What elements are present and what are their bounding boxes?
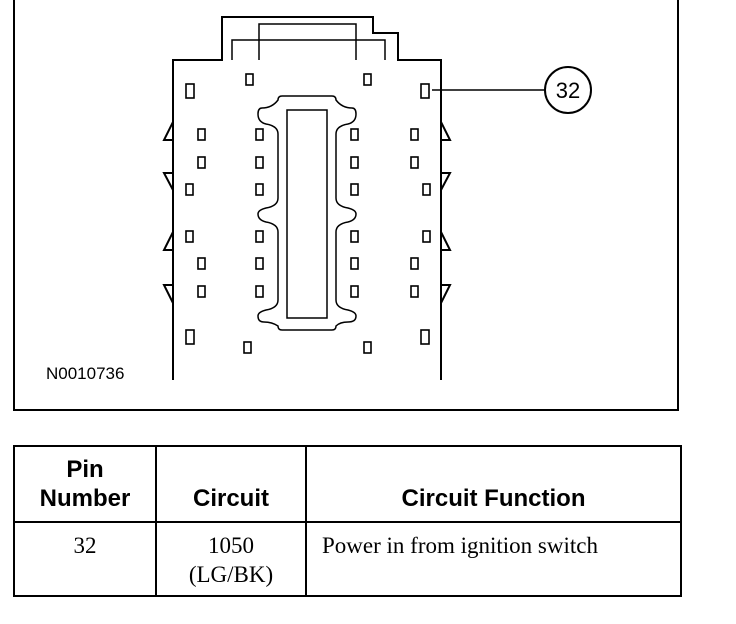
header-circuit: Circuit: [155, 445, 307, 523]
left-rib: [162, 121, 174, 141]
connector-diagram-frame: [13, 0, 679, 411]
terminal-cavity: [185, 230, 194, 243]
terminal-cavity: [420, 83, 430, 99]
terminal-cavity: [197, 285, 206, 298]
terminal-cavity: [185, 83, 195, 99]
connector-latch: [231, 39, 386, 60]
terminal-cavity: [350, 156, 359, 169]
terminal-cavity: [350, 230, 359, 243]
terminal-cavity: [255, 257, 264, 270]
header-pin-number: Pin Number: [13, 445, 157, 523]
terminal-cavity: [255, 285, 264, 298]
cell-circuit-function: Power in from ignition switch: [305, 521, 682, 597]
callout-number: 32: [556, 78, 580, 103]
terminal-cavity: [350, 257, 359, 270]
terminal-cavity: [422, 230, 431, 243]
right-rib: [440, 121, 452, 141]
cell-circuit: 1050 (LG/BK): [155, 521, 307, 597]
table-row: 32 1050 (LG/BK) Power in from ignition s…: [13, 521, 682, 597]
terminal-cavity: [420, 329, 430, 345]
center-keyway-inner: [286, 109, 328, 319]
left-rib: [162, 231, 174, 251]
terminal-cavity: [350, 183, 359, 196]
center-keyway: [257, 95, 357, 331]
terminal-cavity: [410, 156, 419, 169]
terminal-cavity: [245, 73, 254, 86]
terminal-cavity: [410, 128, 419, 141]
pin-table-header-row: Pin Number Circuit Circuit Function: [13, 445, 682, 523]
terminal-cavity: [185, 329, 195, 345]
terminal-cavity: [197, 257, 206, 270]
right-rib: [440, 284, 452, 304]
terminal-cavity: [410, 285, 419, 298]
terminal-cavity: [185, 183, 194, 196]
terminal-cavity: [255, 183, 264, 196]
pin-table: Pin Number Circuit Circuit Function 32 1…: [13, 445, 682, 597]
terminal-cavity: [410, 257, 419, 270]
connector-latch-tab: [258, 23, 357, 60]
connector-face-diagram: 32: [162, 16, 592, 380]
terminal-cavity: [243, 341, 252, 354]
left-rib: [162, 172, 174, 191]
left-rib: [162, 284, 174, 304]
terminal-cavity: [350, 285, 359, 298]
terminal-cavity: [422, 183, 431, 196]
terminal-cavity: [197, 156, 206, 169]
terminal-cavity: [255, 156, 264, 169]
right-rib: [440, 231, 452, 251]
right-rib: [440, 172, 452, 191]
connector-body-outline: [172, 16, 442, 380]
terminal-cavity: [363, 341, 372, 354]
cell-pin-number: 32: [13, 521, 157, 597]
terminal-cavity: [350, 128, 359, 141]
callout-circle: [544, 66, 592, 114]
terminal-cavity: [255, 230, 264, 243]
figure-id-label: N0010736: [46, 364, 125, 383]
terminal-cavity: [363, 73, 372, 86]
terminal-cavity: [197, 128, 206, 141]
header-circuit-function: Circuit Function: [305, 445, 682, 523]
terminal-cavity: [255, 128, 264, 141]
